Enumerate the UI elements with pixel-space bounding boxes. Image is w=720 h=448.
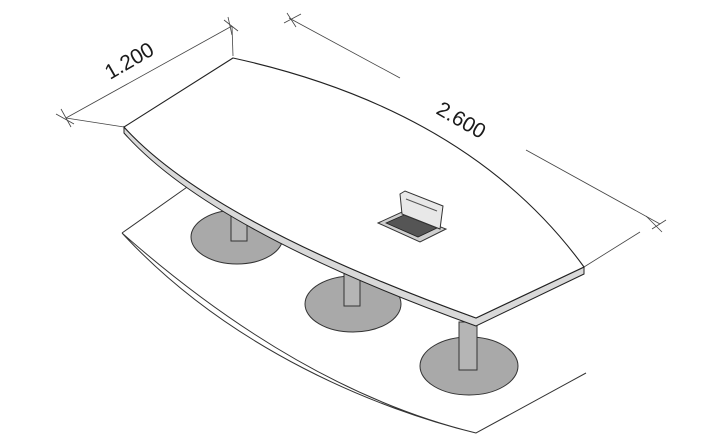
pole-right [458, 321, 478, 371]
pedestal-right [419, 321, 519, 396]
dimension-width-label: 1.200 [101, 38, 158, 84]
floor-outline [121, 184, 587, 434]
cable-box [376, 190, 448, 243]
dimension-length-label: 2.600 [433, 97, 490, 143]
cable-box-lid-handle [405, 198, 438, 212]
